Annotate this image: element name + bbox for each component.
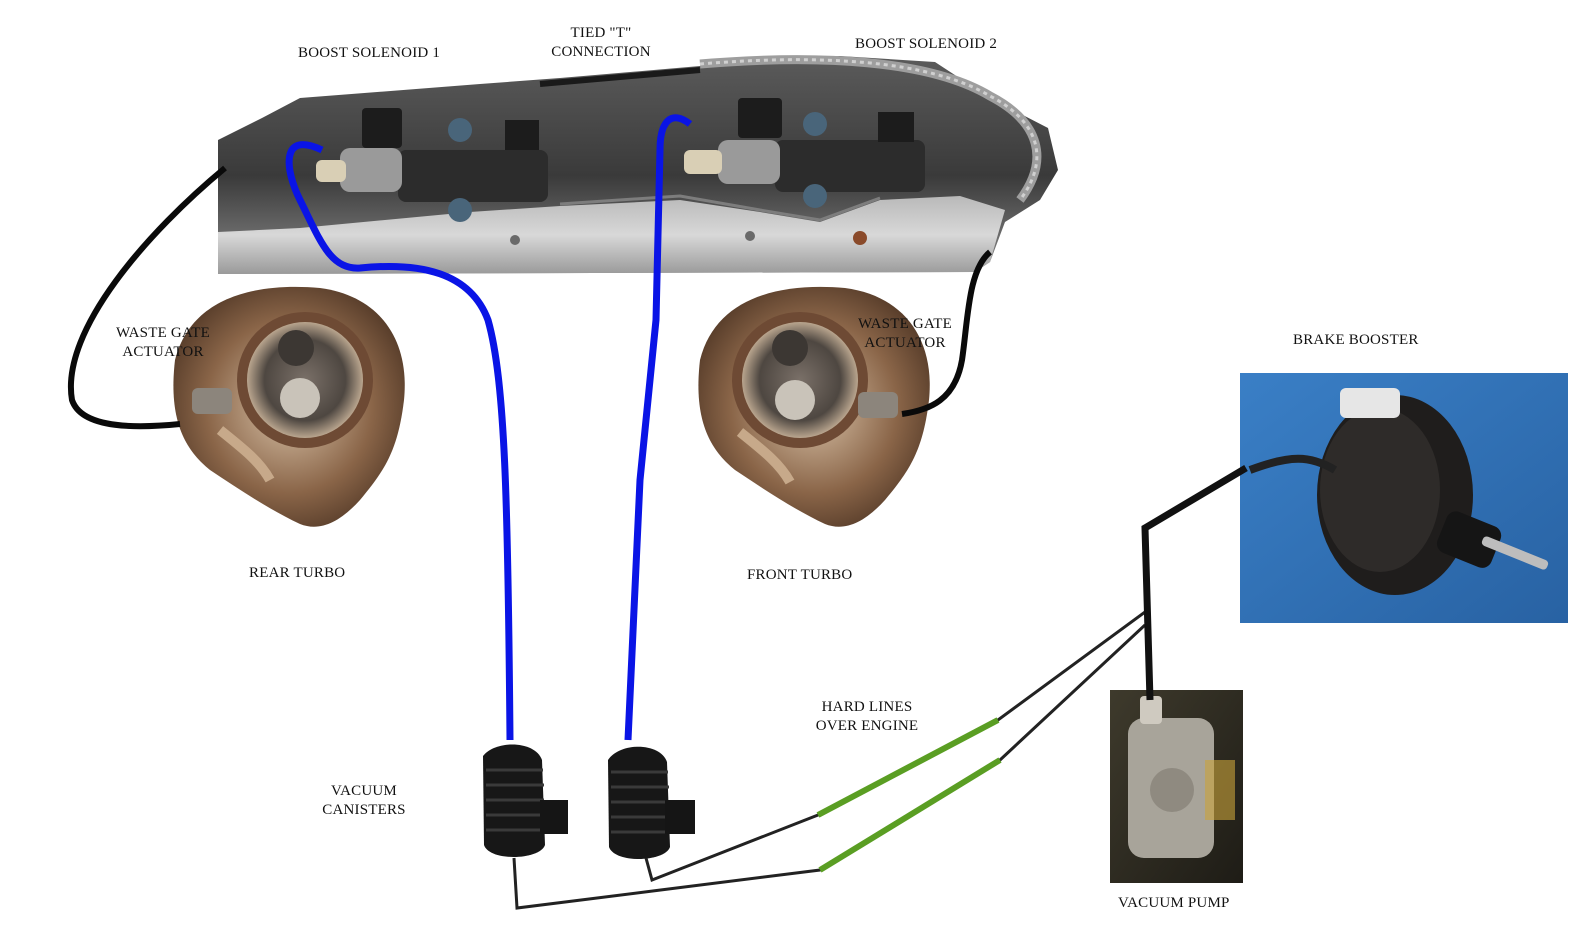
label-text: FRONT TURBO	[747, 567, 853, 583]
brake-booster-photo	[1240, 373, 1568, 623]
label-tied-t-connection: TIED "T" CONNECTION	[546, 24, 656, 62]
label-vacuum-canisters: VACUUM CANISTERS	[312, 782, 416, 820]
label-wastegate-actuator-rear: WASTE GATE ACTUATOR	[108, 324, 218, 362]
label-text: VACUUM	[331, 783, 397, 799]
engine-bracket-photo	[218, 55, 1058, 274]
boost-solenoid-2-photo	[684, 98, 925, 208]
label-text: ACTUATOR	[864, 335, 946, 351]
vacuum-canister-rear	[483, 744, 568, 858]
label-rear-turbo: REAR TURBO	[249, 564, 345, 583]
label-text: HARD LINES	[821, 699, 913, 715]
label-text: OVER ENGINE	[815, 718, 919, 734]
front-turbo-photo	[698, 286, 930, 527]
vacuum-pump-photo	[1110, 690, 1243, 883]
wastegate-hoses	[67, 165, 993, 430]
label-text: WASTE GATE	[115, 325, 211, 341]
hard-lines	[512, 464, 1248, 910]
label-brake-booster: BRAKE BOOSTER	[1293, 331, 1419, 350]
label-text: REAR TURBO	[249, 565, 346, 581]
label-text: ACTUATOR	[122, 344, 204, 360]
label-text: CONNECTION	[551, 44, 651, 60]
label-wastegate-actuator-front: WASTE GATE ACTUATOR	[850, 315, 960, 353]
rear-turbo-photo	[173, 286, 405, 527]
label-hard-lines: HARD LINES OVER ENGINE	[808, 698, 926, 736]
boost-solenoid-1-photo	[316, 108, 548, 222]
label-text: TIED "T"	[570, 25, 632, 41]
label-text: BOOST SOLENOID 2	[855, 36, 998, 52]
label-boost-solenoid-1: BOOST SOLENOID 1	[298, 44, 440, 63]
vacuum-hoses-blue	[285, 114, 693, 741]
label-text: BRAKE BOOSTER	[1293, 332, 1419, 348]
label-text: BOOST SOLENOID 1	[298, 45, 441, 61]
label-front-turbo: FRONT TURBO	[747, 566, 852, 585]
label-boost-solenoid-2: BOOST SOLENOID 2	[855, 35, 997, 54]
label-text: VACUUM PUMP	[1118, 895, 1230, 911]
vacuum-canister-front	[608, 746, 695, 860]
label-text: CANISTERS	[322, 802, 406, 818]
label-vacuum-pump: VACUUM PUMP	[1118, 894, 1230, 913]
label-text: WASTE GATE	[857, 316, 953, 332]
